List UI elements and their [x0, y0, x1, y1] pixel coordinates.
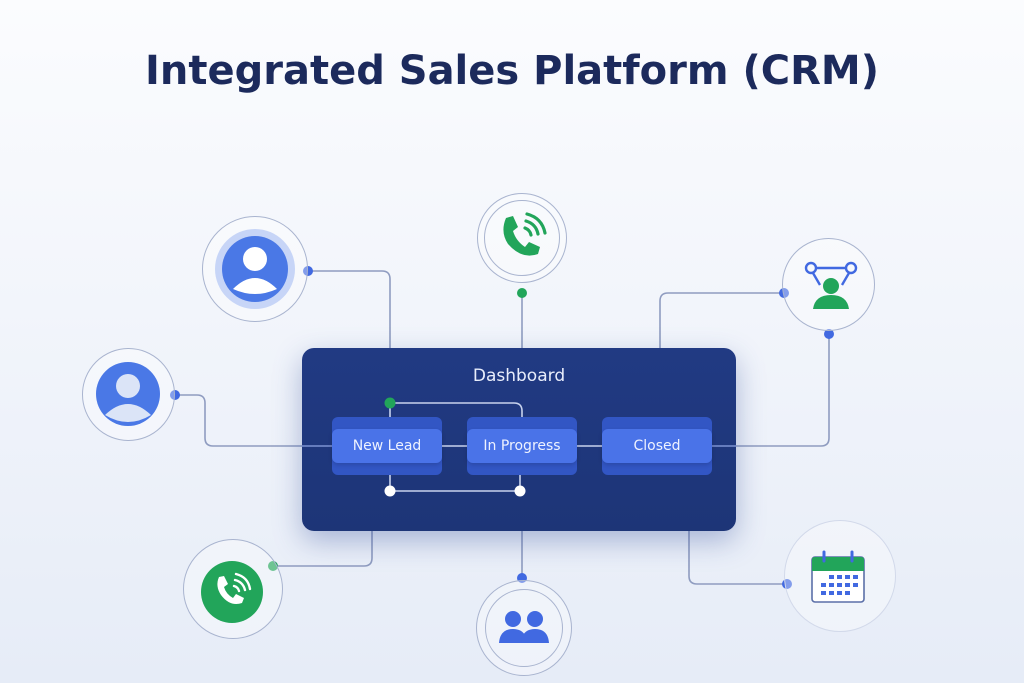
page-title: Integrated Sales Platform (CRM) [144, 48, 880, 94]
stage-label: New Lead [332, 429, 442, 463]
pipeline-dot [384, 485, 396, 497]
connector-dot [517, 288, 527, 298]
calendar-icon [811, 550, 865, 603]
dashboard-title: Dashboard [472, 366, 566, 386]
connector-network [659, 292, 784, 348]
stage-label: In Progress [467, 429, 577, 463]
connector-phone-bottom [273, 531, 373, 567]
user-icon [96, 362, 160, 426]
node-phone-bottom-left[interactable] [183, 539, 283, 639]
pipeline-lines [302, 397, 736, 497]
user-icon [215, 229, 295, 309]
node-contact-left[interactable] [82, 348, 175, 441]
user-network-icon [804, 261, 858, 309]
node-team-bottom[interactable] [476, 580, 572, 676]
node-calendar-bottom-right[interactable] [784, 520, 896, 632]
pipeline-dot-green [384, 397, 396, 409]
connector-dot [824, 329, 834, 339]
phone-call-icon [503, 212, 547, 256]
stage-new-lead[interactable]: New Lead [332, 417, 442, 475]
node-contact-top-left[interactable] [202, 216, 308, 322]
team-icon [499, 611, 549, 643]
stage-label: Closed [602, 429, 712, 463]
connector-calendar [688, 531, 787, 585]
connector-network-closed [712, 334, 830, 447]
node-phone-top[interactable] [477, 193, 567, 283]
dashboard-panel: Dashboard New Lead In Progress Closed [302, 348, 736, 531]
stage-in-progress[interactable]: In Progress [467, 417, 577, 475]
phone-call-icon [201, 561, 263, 623]
pipeline-dot [514, 485, 526, 497]
stage-closed[interactable]: Closed [602, 417, 712, 475]
connector-contact-top-left [308, 270, 391, 348]
connector-contact-left [175, 394, 302, 447]
node-network-top-right[interactable] [782, 238, 875, 331]
